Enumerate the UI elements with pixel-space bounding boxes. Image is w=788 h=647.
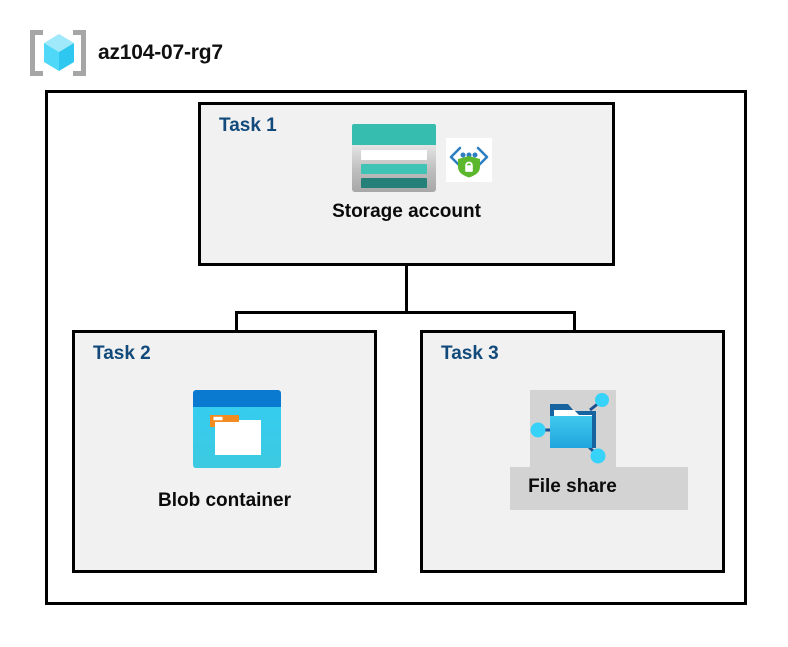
file-share-caption: File share (528, 476, 617, 497)
blob-title-bar (193, 390, 281, 407)
storage-body (352, 145, 436, 192)
storage-header-bar (352, 124, 436, 145)
storage-row-teal (361, 164, 427, 174)
bracket-left-icon (30, 30, 43, 76)
task-2-label: Task 2 (93, 343, 151, 364)
cube-shape (44, 34, 74, 72)
storage-account-icon (352, 124, 436, 192)
private-endpoint-secure-icon (446, 138, 492, 182)
connector-horizontal-bus (235, 311, 576, 314)
file-share-label-highlight (510, 467, 688, 510)
blob-container-icon (193, 390, 281, 468)
bracket-right-icon (73, 30, 86, 76)
blob-container-caption: Blob container (157, 490, 291, 511)
connector-task1-stem (405, 266, 408, 314)
task-1-label: Task 1 (219, 115, 277, 136)
resource-group-name: az104-07-rg7 (98, 41, 223, 64)
resource-group-header: az104-07-rg7 (30, 26, 430, 80)
storage-account-caption: Storage account (332, 201, 481, 222)
file-share-icon (530, 390, 616, 468)
blob-body (193, 407, 281, 468)
storage-row-white (361, 150, 427, 160)
storage-row-dark-teal (361, 178, 427, 188)
task-3-label: Task 3 (441, 343, 499, 364)
resource-group-cube-icon (30, 27, 86, 79)
task-2-box: Task 2 Blob container (72, 330, 377, 573)
